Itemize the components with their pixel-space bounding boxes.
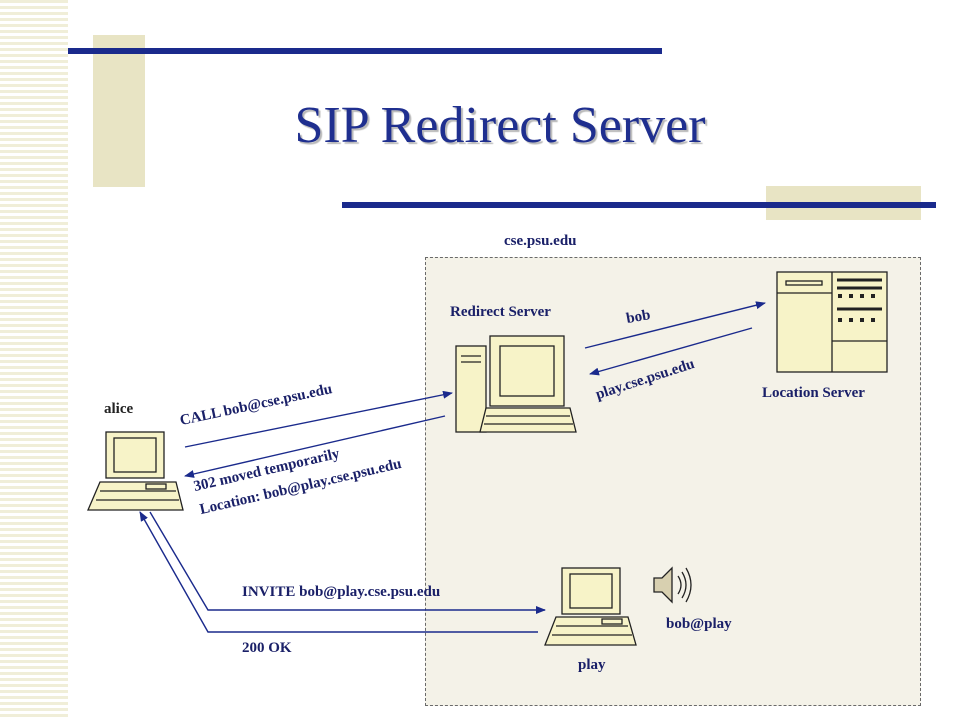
query-arrow: [584, 301, 766, 349]
response-arrow: [589, 327, 753, 376]
redirect-server-label: Redirect Server: [450, 304, 551, 320]
invite-arrow: [149, 511, 546, 614]
deco-block-top: [93, 35, 145, 187]
alice-label: alice: [104, 401, 134, 417]
ok-arrow: [139, 511, 538, 633]
play-computer-icon: [544, 567, 637, 646]
left-stripe-decoration: [0, 0, 68, 720]
domain-label: cse.psu.edu: [504, 233, 577, 249]
slide-title: SIP Redirect Server: [294, 97, 706, 154]
play-label: play: [578, 657, 606, 673]
speaker-icon: [653, 566, 692, 604]
location-server-icon: [776, 271, 888, 373]
redirect-server-computer-icon: [455, 335, 577, 433]
bob-at-play-label: bob@play: [666, 616, 732, 632]
ok-message-label: 200 OK: [242, 640, 292, 656]
accent-bar-right: [342, 202, 936, 208]
location-server-label: Location Server: [762, 385, 865, 401]
invite-message-label: INVITE bob@play.cse.psu.edu: [242, 584, 441, 600]
call-arrow: [184, 390, 453, 448]
moved-arrow: [184, 415, 446, 478]
accent-bar-top: [68, 48, 662, 54]
alice-computer-icon: [87, 431, 184, 511]
